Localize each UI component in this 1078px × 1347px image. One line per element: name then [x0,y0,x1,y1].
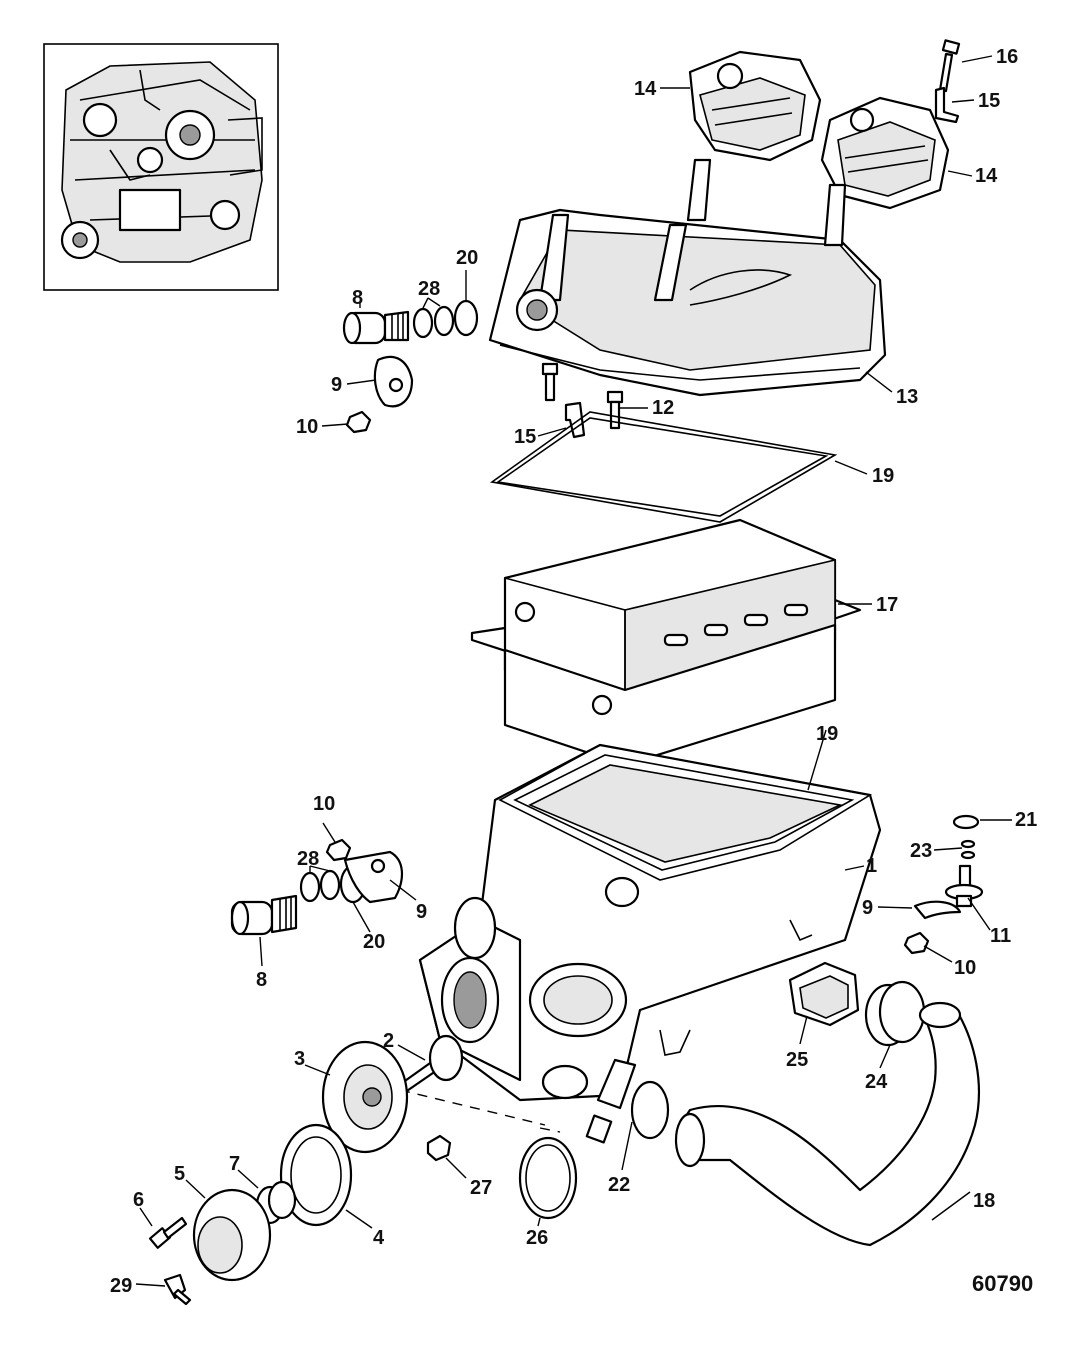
intercooler-17 [470,518,862,767]
sensor-11 [944,864,984,908]
callout-3: 3 [294,1048,305,1070]
clamp-9-upper [373,355,414,408]
cover-5 [192,1188,272,1282]
callout-14b: 14 [975,165,998,187]
nut-27 [426,1134,452,1162]
throttle-body-right [820,96,950,210]
callout-20a: 20 [456,247,478,269]
callout-28b: 28 [297,848,319,870]
bolt-10-upper [345,410,372,434]
callout-26: 26 [526,1227,548,1249]
callout-1: 1 [866,855,877,877]
actuator-3 [321,1040,409,1154]
gasket-19-upper [489,411,838,523]
throttle-body-left [688,50,822,162]
callout-23: 23 [910,840,932,862]
callout-18: 18 [973,1190,995,1212]
callout-22: 22 [608,1174,630,1196]
clip-15-lower [564,401,586,439]
engine-inset [43,43,279,291]
callout-19a: 19 [872,465,894,487]
callout-15b: 15 [514,426,536,448]
intake-manifold-1 [418,743,882,1102]
callout-19b: 19 [816,723,838,745]
o-rings-28-upper [412,305,455,339]
callout-13: 13 [896,386,918,408]
callout-10c: 10 [954,957,976,979]
callout-24: 24 [865,1071,888,1093]
o-rings-23 [960,839,976,860]
diaphragm-4 [279,1123,353,1227]
callout-2: 2 [383,1030,394,1052]
callout-28a: 28 [418,278,440,300]
clamp-9-left [343,850,403,904]
callout-7: 7 [229,1153,240,1175]
intake-cover [488,158,887,397]
housing-25 [788,961,860,1027]
figure-number: 60790 [972,1271,1033,1296]
bracket-15-top [934,86,960,124]
callout-8b: 8 [256,969,267,991]
callout-10b: 10 [313,793,335,815]
o-rings-28-lower [299,869,341,903]
hose-18 [674,1001,981,1247]
callout-21: 21 [1015,809,1037,831]
callout-11: 11 [990,925,1011,947]
valve-2 [393,1034,464,1097]
engine-sketch [60,61,263,263]
callout-10a: 10 [296,416,318,438]
callout-25: 25 [786,1049,808,1071]
o-ring-21 [952,814,980,830]
callout-9b: 9 [416,901,427,923]
bolt-16 [938,39,961,93]
leader-lines [135,55,1012,1287]
bolt-10-right [903,931,930,955]
assembly-centerline-2 [539,1127,561,1133]
assembly-centerline [399,1089,546,1126]
sensor-22 [585,1058,670,1144]
seal-ring-26 [518,1136,578,1220]
callout-27: 27 [470,1177,492,1199]
callout-14a: 14 [634,78,657,100]
callout-4: 4 [373,1227,385,1249]
callout-5: 5 [174,1163,185,1185]
callout-12: 12 [652,397,674,419]
screw-6 [148,1216,188,1249]
clamp-9-right [913,900,962,920]
callout-20b: 20 [363,931,385,953]
callout-6: 6 [133,1189,144,1211]
callouts: 14 14 16 15 13 8 28 20 9 10 12 15 19 17 … [110,46,1037,1297]
callout-9a: 9 [331,374,342,396]
fitting-8-lower [230,894,298,936]
bolt-10-mid [325,838,352,862]
callout-16: 16 [996,46,1018,68]
callout-29: 29 [110,1275,132,1297]
o-ring-20-upper [453,299,479,337]
callout-17: 17 [876,594,898,616]
callout-8a: 8 [352,287,363,309]
fitting-8-upper [342,310,410,345]
fitting-29 [163,1273,192,1306]
callout-9c: 9 [862,897,873,919]
callout-15a: 15 [978,90,1000,112]
coupler-24 [864,980,926,1047]
